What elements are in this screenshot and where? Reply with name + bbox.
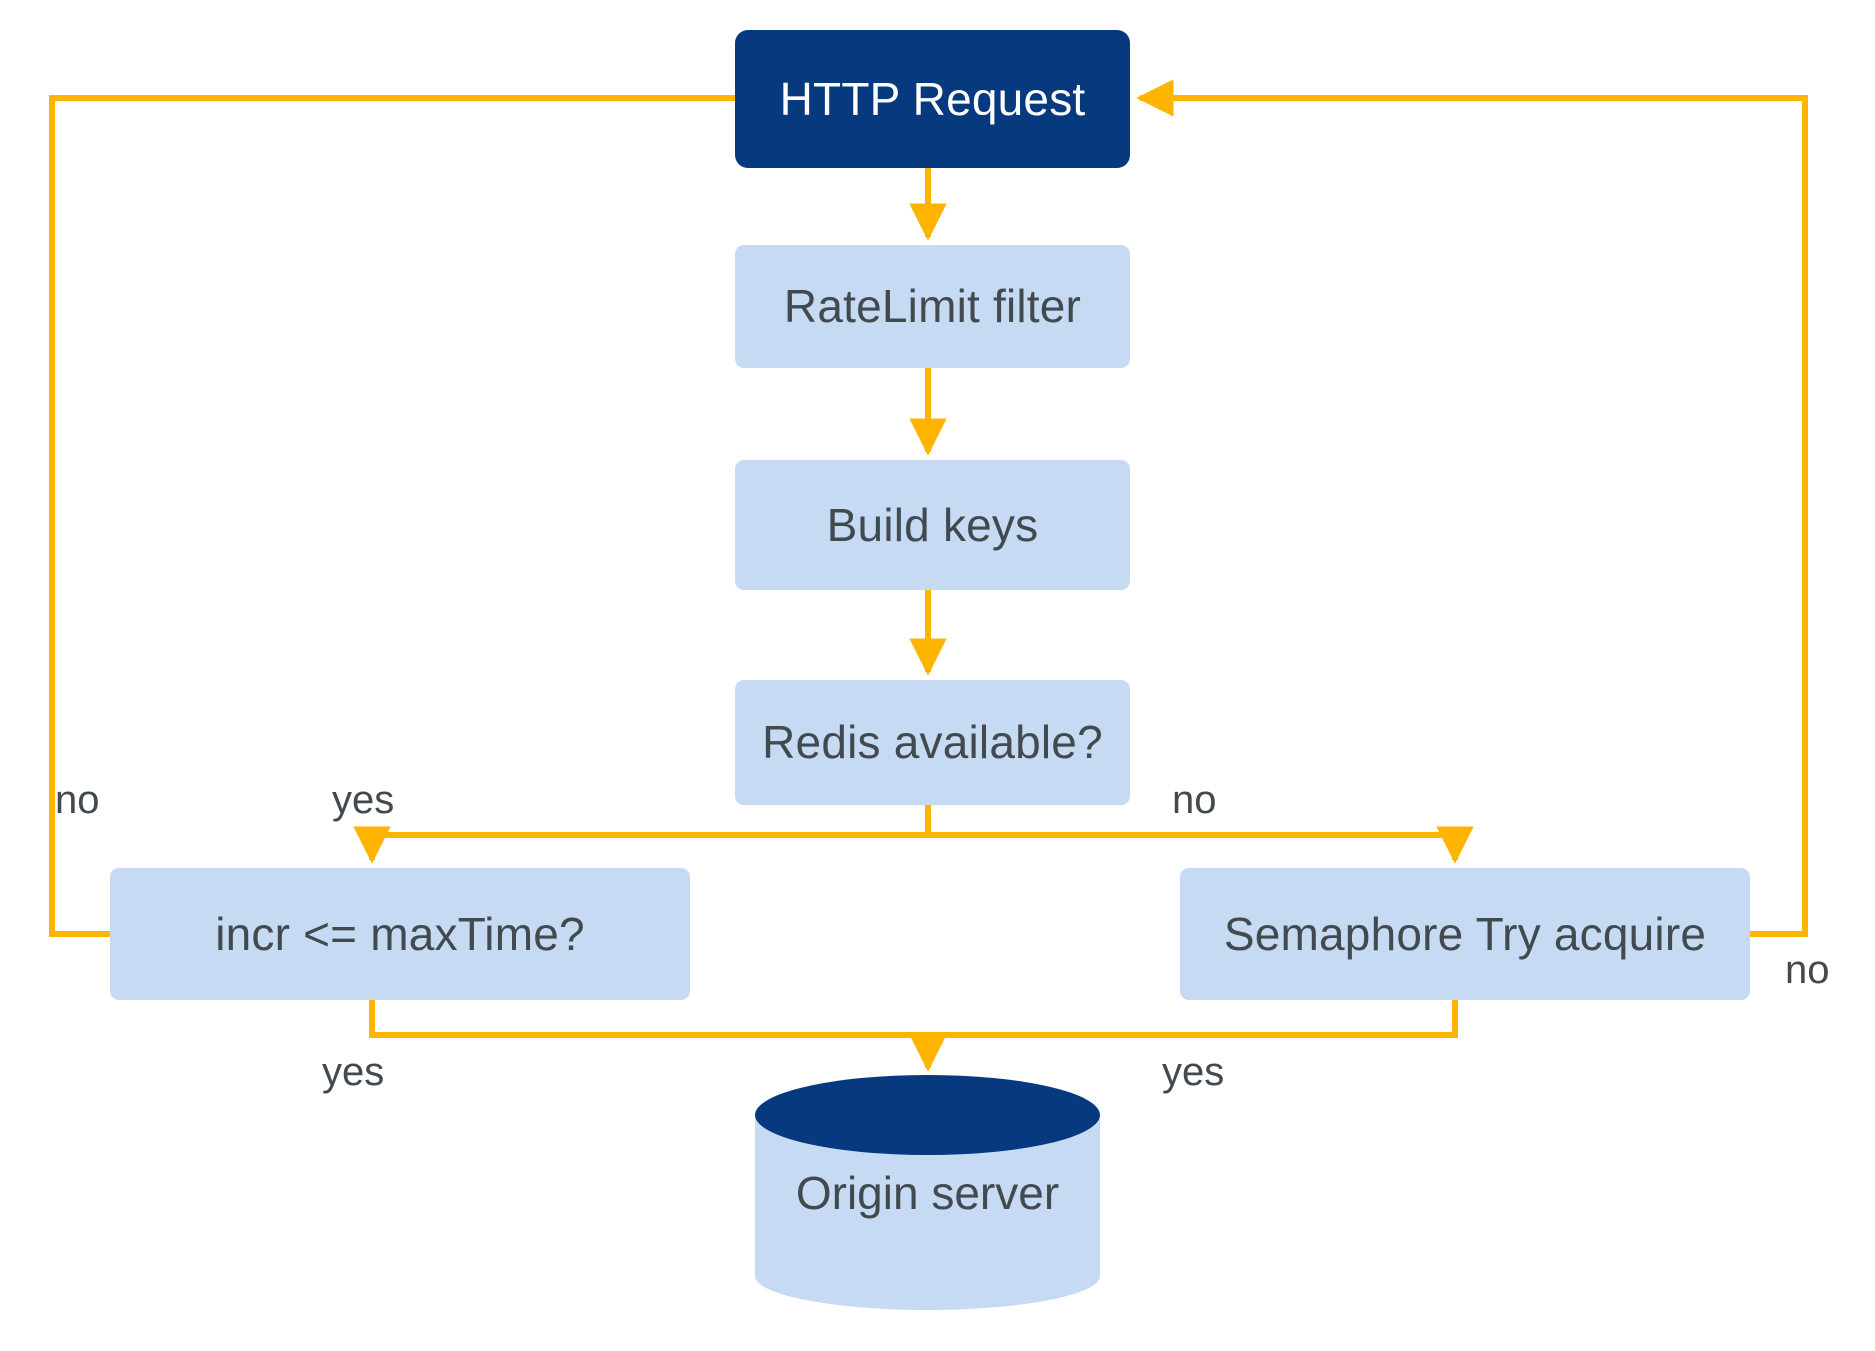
edge-label-incr-no: no [55, 778, 100, 822]
node-ratelimit-filter[interactable]: RateLimit filter [735, 245, 1130, 368]
edge-label-incr-yes: yes [322, 1050, 385, 1094]
edge-label-redis-no: no [1172, 778, 1217, 822]
edge-semaphore-no-to-http [1136, 79, 1808, 937]
edge-label-semaphore-no: no [1785, 948, 1830, 992]
node-ratelimit-filter-label: RateLimit filter [783, 280, 1082, 333]
edge-incr-no-to-http [49, 79, 1127, 937]
node-build-keys[interactable]: Build keys [735, 460, 1130, 590]
edge-incr-yes-to-origin [369, 1000, 947, 1072]
node-http-request-label: HTTP Request [779, 72, 1086, 125]
cylinder-top-ellipse [755, 1075, 1100, 1155]
node-redis-available[interactable]: Redis available? [735, 680, 1130, 805]
edge-label-redis-yes: yes [332, 778, 395, 822]
edge-semaphore-yes-to-origin [928, 1000, 1458, 1038]
edge-redis-bus-right [928, 826, 1474, 864]
node-redis-available-label: Redis available? [762, 716, 1103, 769]
node-build-keys-label: Build keys [826, 498, 1039, 551]
node-semaphore-try-acquire[interactable]: Semaphore Try acquire [1180, 868, 1750, 1000]
node-semaphore-try-acquire-label: Semaphore Try acquire [1223, 907, 1707, 960]
node-incr-maxtime[interactable]: incr <= maxTime? [110, 868, 690, 1000]
node-origin-server[interactable]: Origin server [755, 1075, 1100, 1310]
node-origin-server-label: Origin server [795, 1166, 1060, 1219]
node-incr-maxtime-label: incr <= maxTime? [215, 907, 585, 960]
edge-redis-bus-left [353, 826, 928, 864]
node-http-request[interactable]: HTTP Request [735, 30, 1130, 168]
edge-label-semaphore-yes: yes [1162, 1050, 1225, 1094]
